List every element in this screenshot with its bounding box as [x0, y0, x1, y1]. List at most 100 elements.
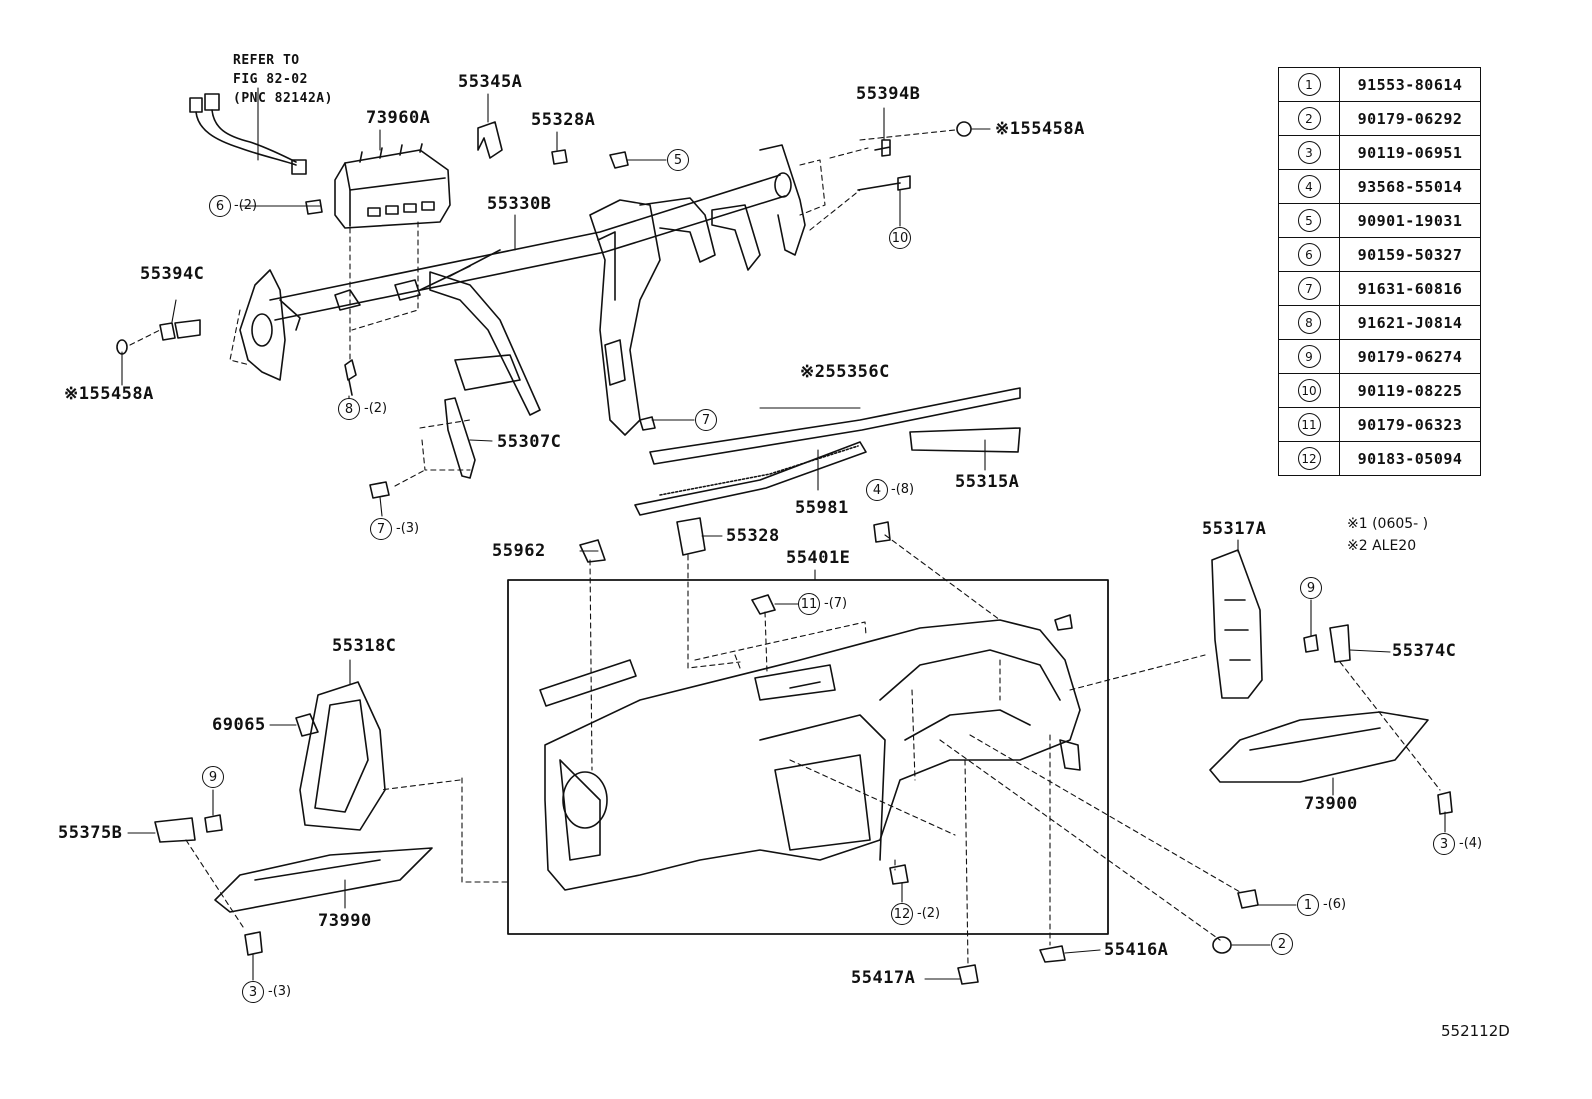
- legend-num: 4: [1297, 175, 1321, 198]
- fasteners-drawing: [116, 121, 1453, 985]
- diagram-id: 552112D: [1441, 1022, 1510, 1040]
- callout-8-qty: -(2): [364, 401, 388, 416]
- part-label-55330B: 55330B: [487, 194, 552, 214]
- legend-row: 3 90119-06951: [1278, 135, 1481, 170]
- airbag-module-73960A-drawing: [334, 143, 451, 229]
- callout-9-right: 9: [1300, 577, 1322, 599]
- panel-outline-box: [507, 579, 1109, 935]
- reinforcement-tube-55330B-drawing: [239, 144, 806, 436]
- part-label-55356C: ※255356C: [800, 362, 890, 382]
- legend-part-number: 90183-05094: [1339, 441, 1481, 476]
- part-label-69065: 69065: [212, 715, 266, 735]
- part-label-73960A: 73960A: [366, 108, 431, 128]
- legend-num: 6: [1297, 243, 1321, 266]
- bracket-55374C-drawing: [1329, 624, 1351, 663]
- legend-num: 9: [1297, 345, 1321, 368]
- part-label-55458A-top: ※155458A: [995, 119, 1085, 139]
- callout-7-upper: 7: [695, 409, 717, 431]
- lower-panel-73900-drawing: [1209, 711, 1429, 783]
- legend-part-number: 90119-08225: [1339, 373, 1481, 408]
- legend-num: 3: [1297, 141, 1321, 164]
- refer-note-line2: FIG 82-02: [233, 72, 308, 87]
- legend-part-number: 90179-06274: [1339, 339, 1481, 374]
- legend-num: 12: [1297, 447, 1321, 470]
- bracket-55375B-drawing: [154, 817, 196, 843]
- part-label-55417A: 55417A: [851, 968, 916, 988]
- callout-11: 11: [798, 593, 820, 615]
- part-label-55981: 55981: [795, 498, 849, 518]
- part-label-55315A: 55315A: [955, 472, 1020, 492]
- callout-6: 6: [209, 195, 231, 217]
- part-label-55307C: 55307C: [497, 432, 562, 452]
- callout-3-right: 3: [1433, 833, 1455, 855]
- legend-part-number: 91553-80614: [1339, 67, 1481, 102]
- part-label-55317A: 55317A: [1202, 519, 1267, 539]
- part-label-55416A: 55416A: [1104, 940, 1169, 960]
- legend-row: 4 93568-55014: [1278, 169, 1481, 204]
- side-trim-55318C-drawing: [299, 681, 386, 831]
- part-label-55394C: 55394C: [140, 264, 205, 284]
- callout-11-qty: -(7): [824, 596, 848, 611]
- legend-part-number: 90119-06951: [1339, 135, 1481, 170]
- part-label-55374C: 55374C: [1392, 641, 1457, 661]
- part-label-55375B: 55375B: [58, 823, 123, 843]
- callout-3-right-qty: -(4): [1459, 836, 1483, 851]
- part-label-73990: 73990: [318, 911, 372, 931]
- clip-55328A-drawing: [551, 149, 568, 165]
- legend-row: 9 90179-06274: [1278, 339, 1481, 374]
- legend-part-number: 90901-19031: [1339, 203, 1481, 238]
- legend-num: 1: [1297, 73, 1321, 96]
- legend-num: 8: [1297, 311, 1321, 334]
- clip-55345A-drawing: [477, 121, 503, 159]
- refer-note-line1: REFER TO: [233, 53, 300, 68]
- callout-5: 5: [667, 149, 689, 171]
- part-label-55328A: 55328A: [531, 110, 596, 130]
- part-label-73900: 73900: [1304, 794, 1358, 814]
- legend-part-number: 90179-06292: [1339, 101, 1481, 136]
- legend-part-number: 93568-55014: [1339, 169, 1481, 204]
- part-label-55328: 55328: [726, 526, 780, 546]
- callout-8: 8: [338, 398, 360, 420]
- callout-4: 4: [866, 479, 888, 501]
- callout-12-qty: -(2): [917, 906, 941, 921]
- legend-row: 10 90119-08225: [1278, 373, 1481, 408]
- legend-row: 12 90183-05094: [1278, 441, 1481, 476]
- part-label-55394B: 55394B: [856, 84, 921, 104]
- callout-7-lower: 7: [370, 518, 392, 540]
- callout-9-left: 9: [202, 766, 224, 788]
- legend-row: 1 91553-80614: [1278, 67, 1481, 102]
- callout-4-qty: -(8): [891, 482, 915, 497]
- duct-55307C-drawing: [444, 397, 476, 479]
- part-label-55962: 55962: [492, 541, 546, 561]
- callout-12: 12: [891, 903, 913, 925]
- legend-num: 7: [1297, 277, 1321, 300]
- callout-7-qty: -(3): [396, 521, 420, 536]
- refer-note-line3: (PNC 82142A): [233, 91, 333, 106]
- footnote-1: ※1 (0605- ): [1347, 516, 1429, 532]
- callout-leader-lines: [121, 87, 1446, 981]
- legend-row: 8 91621-J0814: [1278, 305, 1481, 340]
- legend-num: 10: [1297, 379, 1321, 402]
- legend-part-number: 90179-06323: [1339, 407, 1481, 442]
- callout-2: 2: [1271, 933, 1293, 955]
- legend-part-number: 91621-J0814: [1339, 305, 1481, 340]
- part-label-55318C: 55318C: [332, 636, 397, 656]
- part-label-55401E: 55401E: [786, 548, 851, 568]
- part-label-55345A: 55345A: [458, 72, 523, 92]
- callout-3-left-qty: -(3): [268, 984, 292, 999]
- assembly-leader-lines: [129, 129, 1441, 966]
- lower-panel-73990-drawing: [214, 847, 433, 913]
- callout-3-left: 3: [242, 981, 264, 1003]
- callout-6-qty: -(2): [234, 198, 258, 213]
- legend-num: 11: [1297, 413, 1321, 436]
- footnote-2: ※2 ALE20: [1347, 538, 1417, 554]
- callout-1: 1: [1297, 894, 1319, 916]
- wire-harness-drawing: [189, 93, 307, 175]
